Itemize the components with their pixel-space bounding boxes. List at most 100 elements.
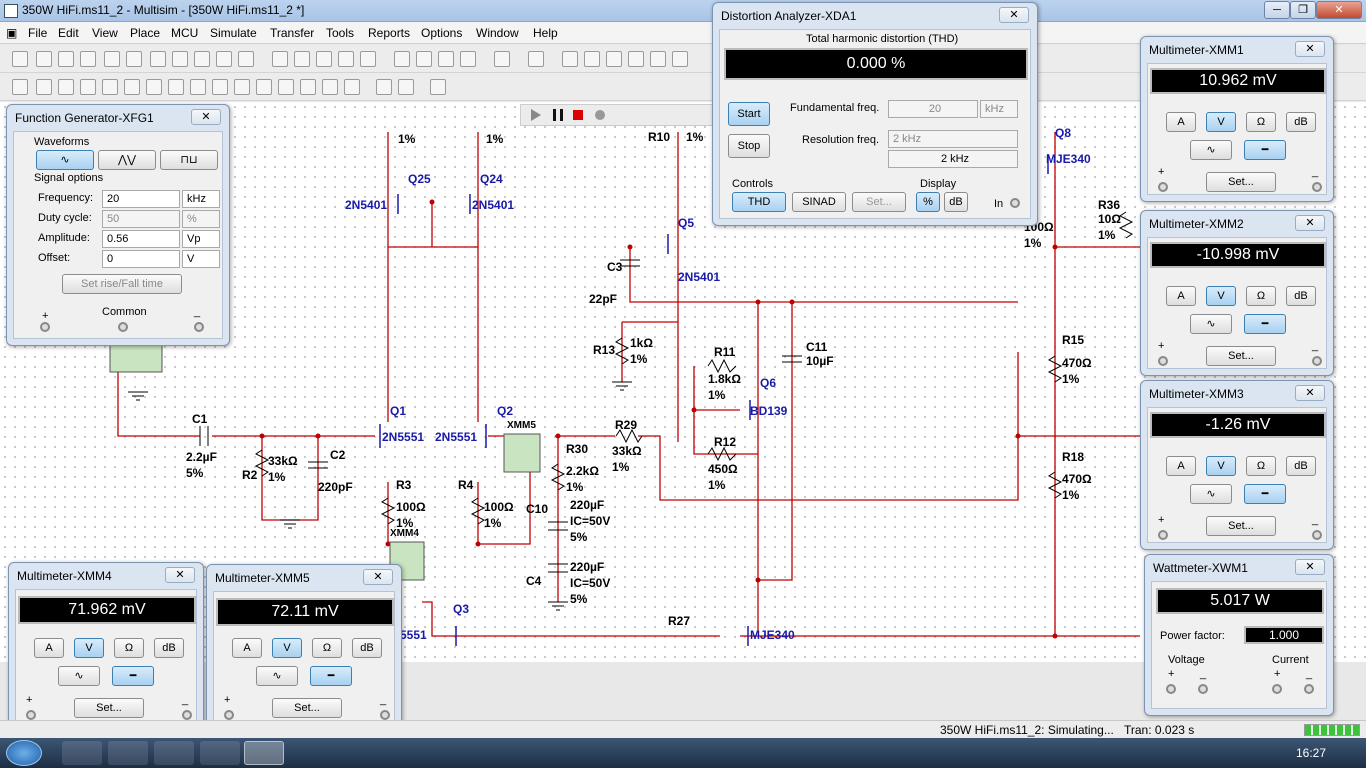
firefox-icon[interactable] (200, 741, 240, 765)
menu-edit[interactable]: Edit (58, 26, 79, 40)
ammeter-button[interactable]: A (1166, 112, 1196, 132)
thd-button[interactable]: THD (732, 192, 786, 212)
set-button[interactable]: Set... (1206, 516, 1276, 536)
voltage-positive-terminal[interactable] (1166, 684, 1176, 694)
close-icon[interactable]: ✕ (999, 7, 1029, 23)
grid-icon[interactable] (460, 51, 476, 67)
close-icon[interactable]: ✕ (1316, 1, 1362, 19)
wattmeter-window[interactable]: Wattmeter-XWM1 ✕ 5.017 W Power factor: 1… (1144, 554, 1334, 716)
voltmeter-button[interactable]: V (1206, 286, 1236, 306)
positive-terminal[interactable] (224, 710, 234, 720)
save-icon[interactable] (80, 51, 96, 67)
voltmeter-button[interactable]: V (1206, 456, 1236, 476)
menu-tools[interactable]: Tools (326, 26, 355, 40)
menu-file[interactable]: File (28, 26, 48, 40)
wire-icon[interactable] (430, 79, 446, 95)
ttl-icon[interactable] (124, 79, 140, 95)
ohmmeter-button[interactable]: Ω (1246, 286, 1276, 306)
backannotate-icon[interactable] (584, 51, 600, 67)
multimeter-xmm5-window[interactable]: Multimeter-XMM5 ✕ 72.11 mV A V Ω dB ∿ ━ … (206, 564, 402, 734)
menu-options[interactable]: Options (421, 26, 463, 40)
dc-button[interactable]: ━ (1244, 484, 1286, 504)
mixed-icon[interactable] (212, 79, 228, 95)
decibel-button[interactable]: dB (154, 638, 184, 658)
set-button[interactable]: Set... (74, 698, 144, 718)
close-icon[interactable]: ✕ (165, 567, 195, 583)
fullscreen-icon[interactable] (272, 51, 288, 67)
ac-button[interactable]: ∿ (1190, 140, 1232, 160)
decibel-button[interactable]: dB (1286, 286, 1316, 306)
spreadsheet-icon[interactable] (416, 51, 432, 67)
sinad-button[interactable]: SINAD (792, 192, 846, 212)
chrome-icon[interactable] (154, 741, 194, 765)
dc-button[interactable]: ━ (1244, 140, 1286, 160)
voltmeter-button[interactable]: V (74, 638, 104, 658)
offset-field[interactable]: 0 (102, 250, 180, 268)
close-icon[interactable]: ✕ (1295, 215, 1325, 231)
set-button[interactable]: Set... (1206, 172, 1276, 192)
design-toolbox-icon[interactable] (394, 51, 410, 67)
taskbar-app-icon[interactable] (108, 741, 148, 765)
ammeter-button[interactable]: A (1166, 456, 1196, 476)
forward-annotate-icon[interactable] (606, 51, 622, 67)
explorer-icon[interactable] (62, 741, 102, 765)
start-button[interactable] (6, 740, 42, 766)
decibel-button[interactable]: dB (352, 638, 382, 658)
database-icon[interactable] (438, 51, 454, 67)
decibel-button[interactable]: dB (1286, 456, 1316, 476)
menu-help[interactable]: Help (533, 26, 558, 40)
erc-icon[interactable] (562, 51, 578, 67)
positive-terminal[interactable] (1158, 356, 1168, 366)
indicator-icon[interactable] (234, 79, 250, 95)
decibel-button[interactable]: dB (1286, 112, 1316, 132)
help-icon[interactable] (672, 51, 688, 67)
multisim-taskbar-icon[interactable] (244, 741, 284, 765)
menu-window[interactable]: Window (476, 26, 519, 40)
positive-terminal[interactable] (1158, 530, 1168, 540)
advanced-peripherals-icon[interactable] (190, 79, 206, 95)
menu-place[interactable]: Place (130, 26, 161, 40)
multimeter-xmm1-window[interactable]: Multimeter-XMM1 ✕ 10.962 mV A V Ω dB ∿ ━… (1140, 36, 1334, 202)
paste-icon[interactable] (194, 51, 210, 67)
function-generator-window[interactable]: Function Generator-XFG1 ✕ Waveforms ∿ ⋀⋁… (6, 104, 230, 346)
pause-icon[interactable] (553, 109, 563, 121)
in-use-list-icon[interactable] (650, 51, 666, 67)
current-positive-terminal[interactable] (1272, 684, 1282, 694)
stop-icon[interactable] (573, 110, 583, 120)
ohmmeter-button[interactable]: Ω (1246, 112, 1276, 132)
print-preview-icon[interactable] (126, 51, 142, 67)
square-wave-button[interactable]: ⊓⊔ (160, 150, 218, 170)
ammeter-button[interactable]: A (1166, 286, 1196, 306)
close-icon[interactable]: ✕ (191, 109, 221, 125)
close-icon[interactable]: ✕ (1295, 559, 1325, 575)
ohmmeter-button[interactable]: Ω (1246, 456, 1276, 476)
amplitude-field[interactable]: 0.56 (102, 230, 180, 248)
set-button[interactable]: Set... (1206, 346, 1276, 366)
misc-icon[interactable] (256, 79, 272, 95)
rf-icon[interactable] (300, 79, 316, 95)
ac-button[interactable]: ∿ (58, 666, 100, 686)
start-button[interactable]: Start (728, 102, 770, 126)
frequency-field[interactable]: 20 (102, 190, 180, 208)
transistor-icon[interactable] (80, 79, 96, 95)
ammeter-button[interactable]: A (34, 638, 64, 658)
menu-simulate[interactable]: Simulate (210, 26, 257, 40)
zoom-fit-icon[interactable] (360, 51, 376, 67)
record-icon[interactable] (595, 110, 605, 120)
voltmeter-button[interactable]: V (1206, 112, 1236, 132)
ac-button[interactable]: ∿ (256, 666, 298, 686)
negative-terminal[interactable] (1312, 356, 1322, 366)
zoom-in-icon[interactable] (294, 51, 310, 67)
multimeter-xmm4-window[interactable]: Multimeter-XMM4 ✕ 71.962 mV A V Ω dB ∿ ━… (8, 562, 204, 734)
open-icon[interactable] (36, 51, 52, 67)
db-button[interactable]: dB (944, 192, 968, 212)
ladder-icon[interactable] (344, 79, 360, 95)
zoom-out-icon[interactable] (316, 51, 332, 67)
postprocessor-icon[interactable] (494, 51, 510, 67)
dc-button[interactable]: ━ (112, 666, 154, 686)
ac-button[interactable]: ∿ (1190, 314, 1232, 334)
restore-icon[interactable]: ❐ (1290, 1, 1316, 19)
cut-icon[interactable] (150, 51, 166, 67)
triangle-wave-button[interactable]: ⋀⋁ (98, 150, 156, 170)
multimeter-xmm3-window[interactable]: Multimeter-XMM3 ✕ -1.26 mV A V Ω dB ∿ ━ … (1140, 380, 1334, 550)
